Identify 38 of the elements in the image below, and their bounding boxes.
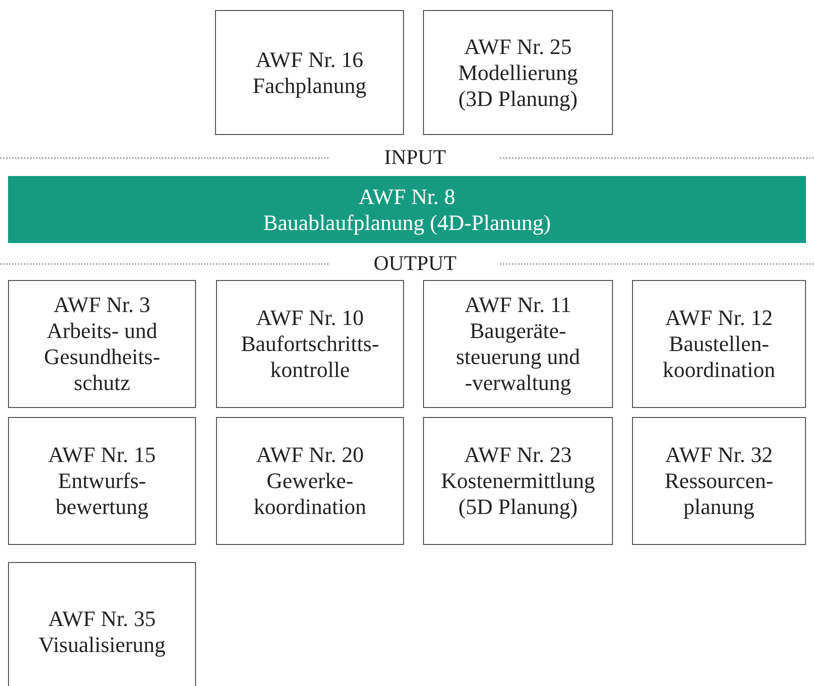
node-title: AWF Nr. 32: [665, 442, 773, 468]
process-box: [632, 417, 806, 545]
process-box: [216, 280, 404, 408]
node-title: AWF Nr. 20: [256, 442, 364, 468]
node-title: AWF Nr. 15: [48, 442, 156, 468]
node-text: Baufortschritts- kontrolle: [240, 331, 380, 383]
node-text: Ressourcen- planung: [664, 468, 774, 520]
node-text: Modellierung (3D Planung): [457, 60, 579, 112]
node-text: Kostenermittlung (5D Planung): [440, 468, 596, 520]
section-label: INPUT: [384, 145, 446, 169]
section-label: OUTPUT: [374, 251, 456, 275]
process-box: [423, 10, 613, 135]
process-box: [8, 562, 196, 686]
process-band: [8, 176, 806, 243]
process-box: [215, 10, 404, 135]
node-title: AWF Nr. 25: [464, 34, 572, 60]
process-box: [8, 417, 196, 545]
node-title: AWF Nr. 11: [464, 292, 572, 318]
process-box: [8, 280, 196, 408]
node-text: Bauablaufplanung (4D-Planung): [263, 210, 551, 236]
process-box: [632, 280, 806, 408]
node-title: AWF Nr. 12: [665, 305, 773, 331]
process-box: [423, 280, 613, 408]
node-text: Baugeräte- steuerung und -verwaltung: [454, 318, 582, 396]
node-title: AWF Nr. 16: [256, 46, 364, 72]
process-box: [423, 417, 613, 545]
node-text: Visualisierung: [38, 632, 166, 658]
node-text: Fachplanung: [252, 72, 366, 98]
node-title: AWF Nr. 8: [358, 184, 456, 210]
node-title: AWF Nr. 3: [54, 292, 150, 318]
node-text: Gewerke- koordination: [252, 468, 368, 520]
node-text: Entwurfs- bewertung: [54, 468, 150, 520]
node-text: Arbeits- und Gesundheits- schutz: [42, 318, 162, 396]
node-title: AWF Nr. 35: [48, 606, 156, 632]
node-text: Baustellen- koordination: [662, 331, 776, 383]
process-box: [216, 417, 404, 545]
node-title: AWF Nr. 10: [256, 305, 364, 331]
node-title: AWF Nr. 23: [464, 442, 572, 468]
